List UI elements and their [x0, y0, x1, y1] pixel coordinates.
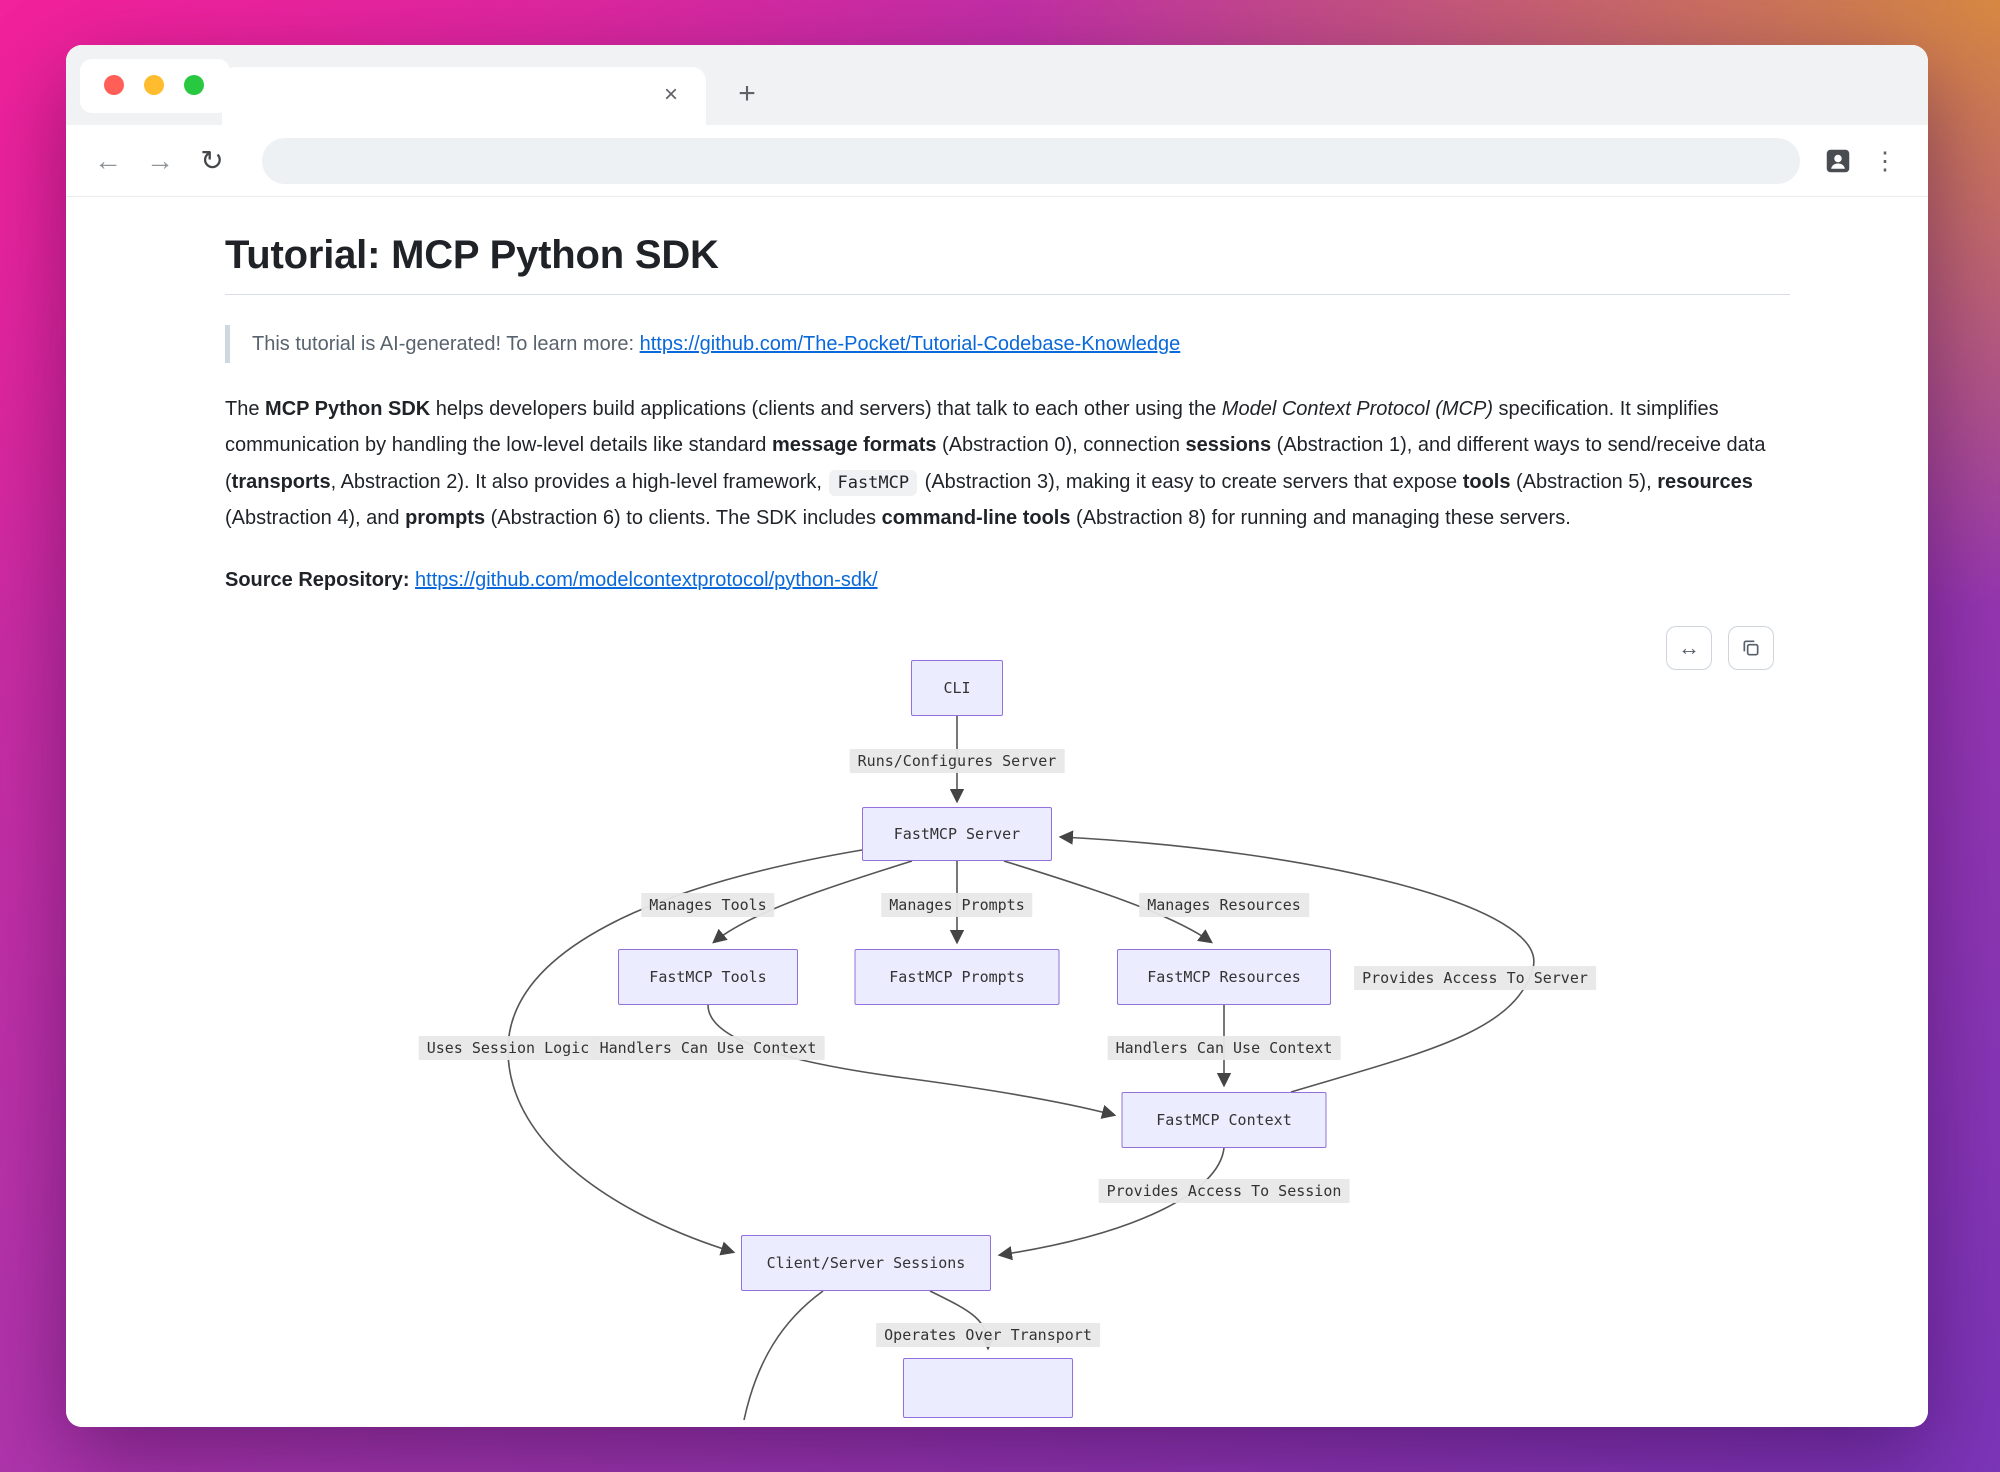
zoom-window-button[interactable]	[184, 75, 204, 95]
diagram-node-fastmcp-server: FastMCP Server	[862, 806, 1052, 861]
page-content: Tutorial: MCP Python SDK This tutorial i…	[66, 197, 1928, 1427]
browser-menu-icon[interactable]: ⋮	[1872, 146, 1898, 175]
window-controls	[104, 45, 204, 125]
diagram-node-client-server-sessions: Client/Server Sessions	[741, 1234, 991, 1291]
text-segment: (Abstraction 8) for running and managing…	[1070, 507, 1571, 530]
inline-code: FastMCP	[829, 469, 918, 496]
text-segment: tools	[1462, 470, 1511, 493]
text-segment: transports	[231, 470, 331, 493]
text-segment: resources	[1657, 470, 1753, 493]
edge-label-manages-prompts: Manages Prompts	[881, 892, 1033, 917]
edge-label-operates-over-transport: Operates Over Transport	[876, 1322, 1100, 1347]
edge-label-manages-resources: Manages Resources	[1139, 892, 1309, 917]
address-bar[interactable]	[262, 137, 1800, 184]
browser-toolbar: ← → ↻ ⋮	[66, 125, 1928, 197]
diagram-node-fastmcp-context: FastMCP Context	[1121, 1091, 1327, 1148]
minimize-window-button[interactable]	[144, 75, 164, 95]
ai-generated-callout: This tutorial is AI-generated! To learn …	[225, 325, 1790, 363]
page-title: Tutorial: MCP Python SDK	[225, 233, 1790, 295]
copy-diagram-button[interactable]	[1728, 625, 1774, 670]
text-segment: (Abstraction 4), and	[225, 507, 406, 530]
text-segment: MCP Python SDK	[265, 398, 431, 420]
diagram-node-cli: CLI	[911, 659, 1003, 716]
text-segment: specification. It simplifies communicati…	[225, 398, 1719, 457]
copy-icon	[1743, 640, 1759, 656]
text-segment: command-line tools	[881, 507, 1071, 530]
edge-label-runs-configures-server: Runs/Configures Server	[849, 748, 1065, 773]
diagram-node-fastmcp-prompts: FastMCP Prompts	[854, 948, 1060, 1005]
browser-tab[interactable]: ×	[222, 67, 706, 125]
text-segment: The	[225, 398, 266, 420]
tab-close-icon[interactable]: ×	[663, 81, 678, 108]
profile-icon[interactable]	[1818, 141, 1858, 181]
expand-diagram-button[interactable]: ↔	[1666, 625, 1712, 670]
source-repository-label: Source Repository:	[225, 568, 416, 591]
source-repository-line: Source Repository: https://github.com/mo…	[225, 569, 1790, 592]
intro-paragraph: The MCP Python SDK helps developers buil…	[225, 391, 1790, 537]
new-tab-button[interactable]: +	[738, 77, 756, 110]
text-segment: (Abstraction 6) to clients. The SDK incl…	[485, 507, 882, 530]
tutorial-codebase-knowledge-link[interactable]: https://github.com/The-Pocket/Tutorial-C…	[639, 333, 1181, 355]
reload-icon[interactable]: ↻	[200, 145, 224, 176]
forward-icon[interactable]: →	[146, 144, 174, 176]
close-window-button[interactable]	[104, 75, 124, 95]
edge-label-handlers-can-use-context-right: Handlers Can Use Context	[1107, 1035, 1341, 1060]
diagram-actions: ↔	[1666, 625, 1774, 670]
diagram-node-fastmcp-resources: FastMCP Resources	[1117, 948, 1331, 1005]
edge-label-provides-access-to-session: Provides Access To Session	[1098, 1178, 1350, 1203]
text-segment: prompts	[405, 507, 486, 530]
text-segment: (Abstraction 1), and different ways to s…	[225, 434, 1766, 493]
back-icon[interactable]: ←	[94, 144, 122, 176]
text-segment: helps developers build applications (cli…	[430, 398, 1222, 420]
edge-label-manages-tools: Manages Tools	[641, 892, 775, 917]
text-segment: (Abstraction 0), connection	[936, 434, 1186, 457]
text-segment: , Abstraction 2). It also provides a hig…	[330, 470, 828, 493]
tab-strip: × +	[66, 45, 1928, 125]
architecture-diagram: ↔	[225, 620, 1790, 1427]
edge-label-provides-access-to-server: Provides Access To Server	[1354, 965, 1596, 990]
callout-text: This tutorial is AI-generated! To learn …	[252, 333, 640, 355]
edge-label-handlers-can-use-context-left: Handlers Can Use Context	[591, 1035, 825, 1060]
python-sdk-repo-link[interactable]: https://github.com/modelcontextprotocol/…	[415, 568, 878, 591]
text-segment: (Abstraction 5),	[1510, 470, 1658, 493]
diagram-node-transport-partial	[903, 1357, 1073, 1418]
browser-window: × + ← → ↻ ⋮ Tutorial: MCP Python SDK Thi…	[66, 45, 1928, 1427]
text-segment: (Abstraction 3), making it easy to creat…	[919, 470, 1463, 493]
text-segment: message formats	[771, 434, 937, 457]
text-segment: Model Context Protocol (MCP)	[1221, 398, 1493, 420]
edge-label-uses-session-logic: Uses Session Logic	[418, 1035, 598, 1060]
text-segment: sessions	[1185, 434, 1272, 457]
diagram-node-fastmcp-tools: FastMCP Tools	[618, 948, 798, 1005]
diagram-edges	[507, 715, 1535, 1420]
